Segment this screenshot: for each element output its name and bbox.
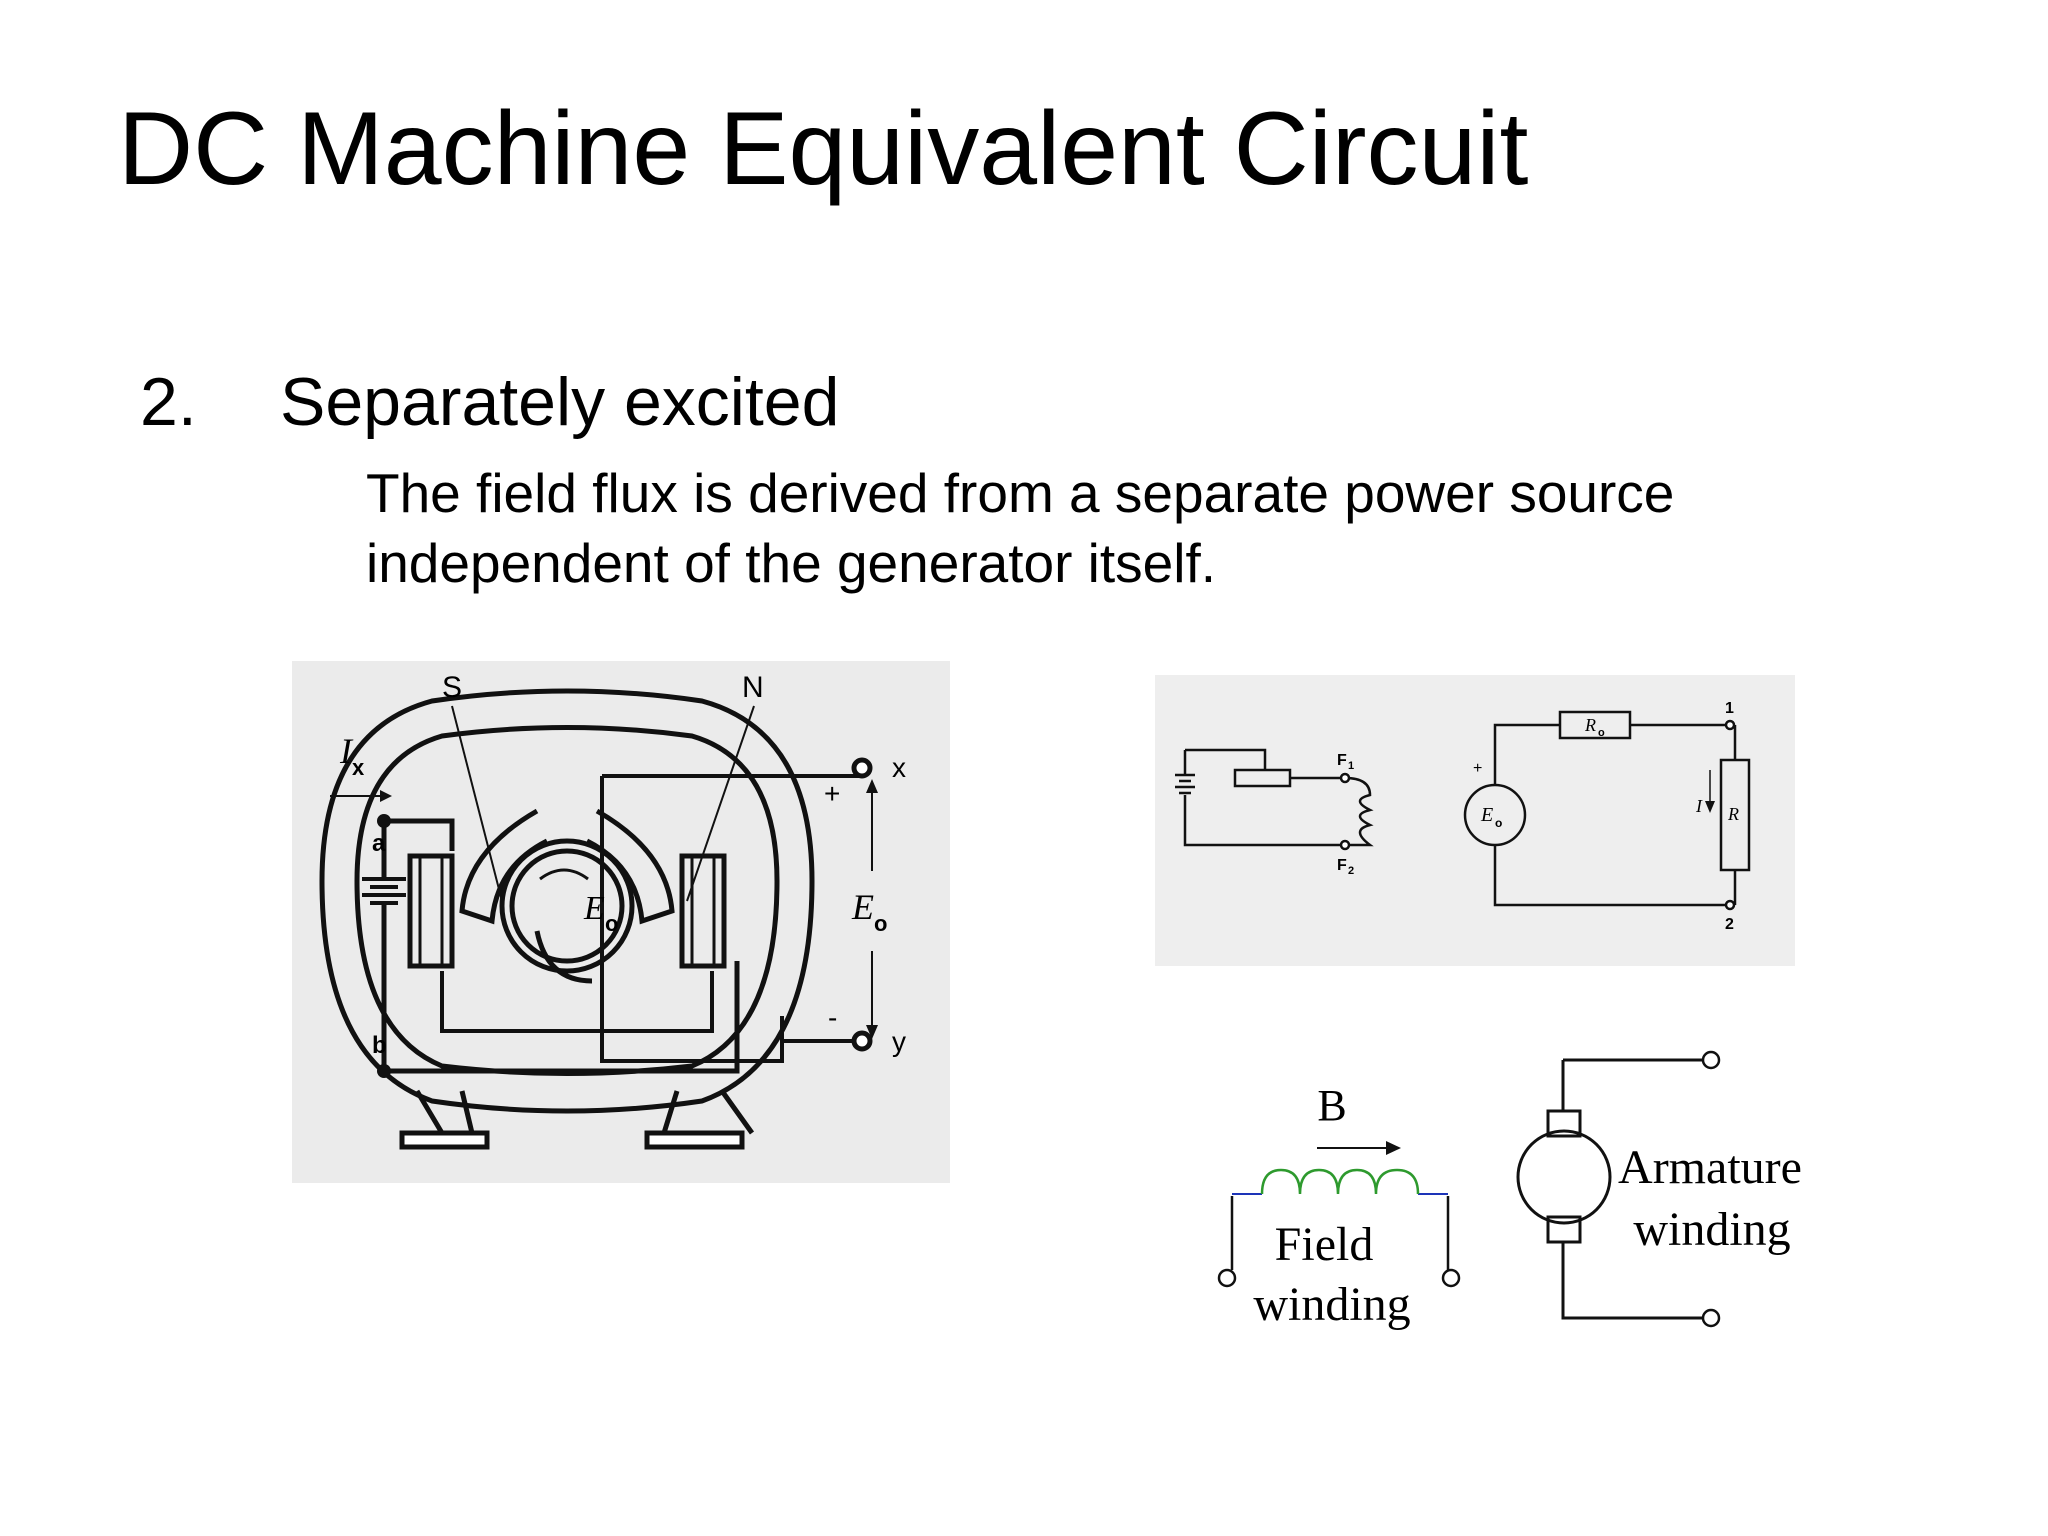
rotation-arrow [539,868,589,881]
flux-b-label: B [1317,1081,1346,1130]
terminal-minus: - [828,1002,837,1033]
armature-terminal-bottom [1701,1308,1721,1328]
f2-label: F [1337,857,1347,874]
f2-subscript: 2 [1348,865,1354,877]
pole-n-label: N [742,671,764,704]
terminal-1 [1724,719,1736,731]
armature-terminal-top [1701,1050,1721,1070]
circuit-figure-background [1155,675,1795,966]
armature-bottom-lead [1561,1242,1705,1320]
current-i-label: I [1695,796,1703,816]
load-r-label: R [1727,804,1739,824]
armature-wiring [1493,723,1730,907]
emf-plus: + [1473,760,1482,777]
field-winding-label-1: Field [1275,1218,1374,1271]
terminal-f2 [1339,839,1351,851]
circuit-emf-subscript: o [1495,816,1502,830]
wire-b [384,961,740,1074]
terminal-f1 [1339,772,1351,784]
circuit-emf-symbol: E [1480,804,1493,826]
windings-figure: B Field winding Armature winding [1200,1020,1840,1360]
node-a [377,814,391,828]
terminal-x-label: x [892,752,906,783]
field-terminal-left [1217,1268,1237,1288]
terminal-2-label: 2 [1725,916,1734,933]
field-source-wiring [1183,748,1345,847]
terminal-b-label: b [372,1032,387,1059]
emf-symbol: E [851,887,874,927]
field-winding-label-2: winding [1253,1278,1410,1331]
ro-subscript: o [1598,727,1605,739]
slide-title: DC Machine Equivalent Circuit [118,91,1529,207]
node-b [377,1064,391,1078]
rotor-emf-symbol: E [583,890,605,927]
armature-winding-label-1: Armature [1618,1141,1802,1194]
field-battery-icon [1175,773,1195,795]
windings-drawing: B Field winding Armature winding [1217,1050,1802,1331]
terminal-y-dot [851,1030,873,1052]
right-foot-base [644,1130,745,1150]
rotor-outer [499,838,635,974]
f1-label: F [1337,752,1347,769]
pole-n-leader [686,705,755,902]
battery-icon [362,877,406,905]
field-coil [1290,776,1374,847]
equivalent-circuit-figure: F 1 F 2 + E o R o I R 1 2 [1155,675,1795,966]
bullet-body: The field flux is derived from a separat… [366,458,1826,598]
terminal-a-label: a [372,830,386,857]
emf-subscript: o [874,911,887,936]
terminal-x-dot [851,757,873,779]
wire-a [384,818,455,851]
bullet-body-line-1: The field flux is derived from a separat… [366,462,1675,524]
rotor-inner [509,848,625,964]
terminal-plus: + [824,778,840,809]
armature-circle [1516,1129,1612,1225]
current-subscript: x [352,755,365,780]
bullet-number: 2. [140,364,197,440]
armature-winding-label-2: winding [1633,1203,1790,1256]
ro-symbol: R [1584,715,1596,735]
field-coil-icon [1260,1168,1420,1195]
bullet-body-line-2: independent of the generator itself. [366,532,1217,594]
terminal-y-label: y [892,1026,906,1057]
armature-symbol [1516,1058,1705,1320]
yoke-outer [319,688,815,1114]
terminal-1-label: 1 [1725,700,1734,717]
left-foot-base [399,1130,490,1150]
terminal-2 [1724,899,1736,911]
current-symbol: I [339,731,354,771]
machine-cross-section-figure: S N I x a b x y + - E o E o [292,661,950,1183]
field-terminal-right [1441,1268,1461,1288]
rotor-emf-subscript: o [605,911,618,936]
pole-s-label: S [442,671,462,704]
right-foot [661,1089,755,1135]
pole-s-leader [451,705,503,902]
yoke-inner [354,725,780,1076]
bullet-heading: Separately excited [280,364,840,440]
f1-subscript: 1 [1348,760,1354,772]
field-coil-left [407,853,455,969]
equivalent-circuit-drawing: F 1 F 2 + E o R o I R 1 2 [1155,675,1795,966]
machine-cross-section-drawing: S N I x a b x y + - E o E o [292,661,950,1183]
resistor-ro [1558,710,1632,740]
